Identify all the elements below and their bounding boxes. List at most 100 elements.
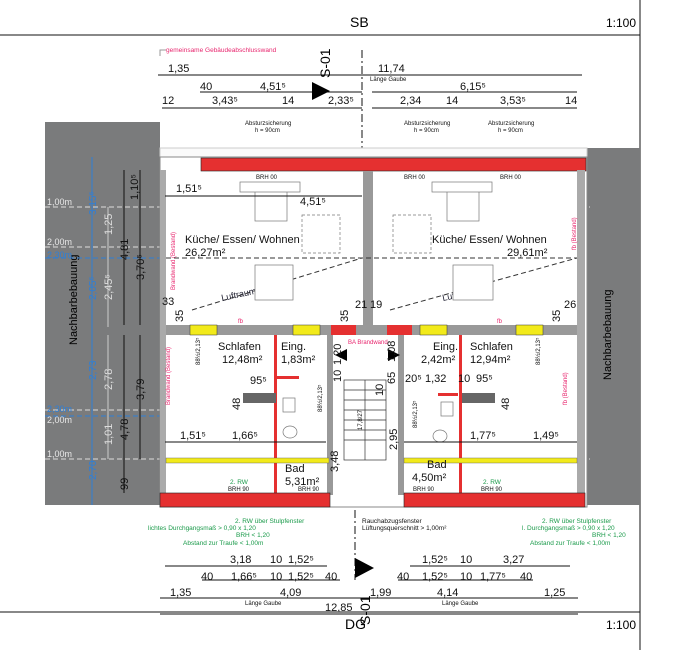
dormer-length-label: Länge Gaube <box>442 601 479 607</box>
dim-top: 2,34 <box>400 95 421 107</box>
roof-window-strip <box>403 457 578 464</box>
svg-text:Küche/ Essen/ Wohnen: Küche/ Essen/ Wohnen <box>185 234 300 246</box>
svg-text:1,51⁵: 1,51⁵ <box>180 430 206 442</box>
svg-text:1,32: 1,32 <box>425 373 446 385</box>
svg-text:88½/2,13⁵: 88½/2,13⁵ <box>317 384 324 412</box>
svg-text:29,61m²: 29,61m² <box>507 247 548 259</box>
svg-text:Absturzsicherung: Absturzsicherung <box>245 121 291 127</box>
svg-text:10: 10 <box>332 370 344 382</box>
dim-top: 12 <box>162 95 174 107</box>
svg-text:BRH 90: BRH 90 <box>413 487 435 493</box>
neighbor-building-left <box>45 122 160 505</box>
svg-text:Bad: Bad <box>427 459 447 471</box>
svg-text:Absturzsicherung: Absturzsicherung <box>404 121 450 127</box>
level-label: 1,00m <box>47 197 72 207</box>
dim-total: 12,85 <box>325 602 353 614</box>
svg-text:10: 10 <box>458 373 470 385</box>
svg-text:1,77⁵: 1,77⁵ <box>470 430 496 442</box>
sill-label: BRH 00 <box>404 175 426 181</box>
svg-text:BRH < 1,20: BRH < 1,20 <box>236 532 270 539</box>
sill-label: BRH 00 <box>500 175 522 181</box>
svg-text:Eing.: Eing. <box>281 341 306 353</box>
room-kitchen-left: Küche/ Essen/ Wohnen 26,27m² <box>185 234 300 259</box>
dim-bottom: 1,77⁵ <box>480 571 506 583</box>
dim-top: 14 <box>565 95 577 107</box>
rw-note-left: 2. RW über Stulpfenster lichtes Durchgan… <box>148 518 305 547</box>
dim-bottom: 3,27 <box>503 554 524 566</box>
dim-top: 3,43⁵ <box>212 95 238 107</box>
svg-text:4,50m²: 4,50m² <box>412 472 447 484</box>
svg-text:2,95: 2,95 <box>388 429 400 450</box>
dim-left: 4,78 <box>119 419 131 440</box>
outer-wall-left <box>160 170 166 507</box>
dim-bottom: 10 <box>460 571 472 583</box>
fb-label: fb <box>497 319 503 325</box>
dim-left: 3,15⁵ <box>88 191 99 215</box>
svg-text:26,27m²: 26,27m² <box>185 247 226 259</box>
level-label: 2,00m <box>47 415 72 425</box>
rw-note-right: 2. RW über Stulpfenster l. Durchgangsmaß… <box>522 518 626 547</box>
dim-left: 3,70⁵ <box>135 254 147 280</box>
inner-dimensions: 1,51⁵ 4,51⁵ 33 35 21 19 35 26 35 95⁵ 48 … <box>162 183 577 472</box>
dim-bottom: 40 <box>201 571 213 583</box>
svg-text:35: 35 <box>551 310 563 322</box>
room-entrance-right: Eing. 2,42m² <box>421 341 458 366</box>
svg-text:19: 19 <box>370 299 382 311</box>
section-marker-bottom: S-01 <box>357 595 373 625</box>
svg-text:Abstand zur Traufe < 1,00m: Abstand zur Traufe < 1,00m <box>183 540 263 547</box>
svg-text:2. RW über Stulpfenster: 2. RW über Stulpfenster <box>235 518 305 525</box>
svg-text:BRH 90: BRH 90 <box>481 487 503 493</box>
dim-bottom: 4,09 <box>280 587 301 599</box>
fb-existing-label: fb (Bestand) <box>563 372 569 405</box>
svg-text:BRH < 1,20: BRH < 1,20 <box>592 532 626 539</box>
dim-top: 4,51⁵ <box>260 81 286 93</box>
svg-text:65: 65 <box>386 372 398 384</box>
level-label: 1,00m <box>47 449 72 459</box>
dim-top: 11,74 <box>378 63 405 75</box>
dim-left: 2,70 <box>88 460 99 480</box>
dim-bottom: 40 <box>397 571 409 583</box>
smoke-vent-note: Rauchabzugsfenster Lüftungsquerschnitt >… <box>362 518 447 532</box>
svg-text:3,48: 3,48 <box>329 451 341 472</box>
room-kitchen-right: Küche/ Essen/ Wohnen 29,61m² <box>432 234 548 259</box>
sill-label: BRH 00 <box>256 175 278 181</box>
dim-bottom: 1,99 <box>370 587 391 599</box>
arrow-left-icon <box>335 349 347 361</box>
dim-top: 1,35 <box>168 63 189 75</box>
dim-bottom: 1,52⁵ <box>422 571 448 583</box>
level-label: 2,30m <box>47 250 72 260</box>
dim-top: 6,15⁵ <box>460 81 486 93</box>
dim-bottom: 1,66⁵ <box>231 571 257 583</box>
svg-text:5,31m²: 5,31m² <box>285 476 320 488</box>
room-bath-left: Bad 5,31m² <box>285 463 320 488</box>
door-opening <box>292 324 321 336</box>
neighbor-building-right <box>587 148 640 505</box>
dim-bottom: 1,52⁵ <box>422 554 448 566</box>
svg-text:Rauchabzugsfenster: Rauchabzugsfenster <box>362 518 422 525</box>
svg-text:Schlafen: Schlafen <box>218 341 261 353</box>
dim-left: 4,81 <box>119 239 131 260</box>
dim-bottom: 1,25 <box>544 587 565 599</box>
dim-left: 3,79 <box>135 379 147 400</box>
svg-text:lichtes Durchgangsmaß > 0,90 x: lichtes Durchgangsmaß > 0,90 x 1,20 <box>148 525 256 532</box>
room-bedroom-left: Schlafen 12,48m² <box>218 341 263 366</box>
dim-top: 2,33⁵ <box>328 95 354 107</box>
svg-text:Absturzsicherung: Absturzsicherung <box>488 121 534 127</box>
middle-wall <box>166 325 577 335</box>
furniture <box>239 181 494 443</box>
neighbor-label-left: Nachbarbebauung <box>68 254 80 345</box>
svg-text:Schlafen: Schlafen <box>470 341 513 353</box>
svg-text:1,49⁵: 1,49⁵ <box>533 430 559 442</box>
svg-text:21: 21 <box>355 299 367 311</box>
door-opening <box>189 324 218 336</box>
svg-text:88½/2,13⁵: 88½/2,13⁵ <box>195 337 202 365</box>
svg-text:2. RW: 2. RW <box>483 479 502 486</box>
dim-bottom: 3,18 <box>230 554 251 566</box>
section-title: DG <box>345 616 366 632</box>
dim-left: 1,01 <box>103 424 115 445</box>
dim-bottom: 40 <box>325 571 337 583</box>
svg-text:Bad: Bad <box>285 463 305 475</box>
arrow-right-icon <box>388 349 400 361</box>
